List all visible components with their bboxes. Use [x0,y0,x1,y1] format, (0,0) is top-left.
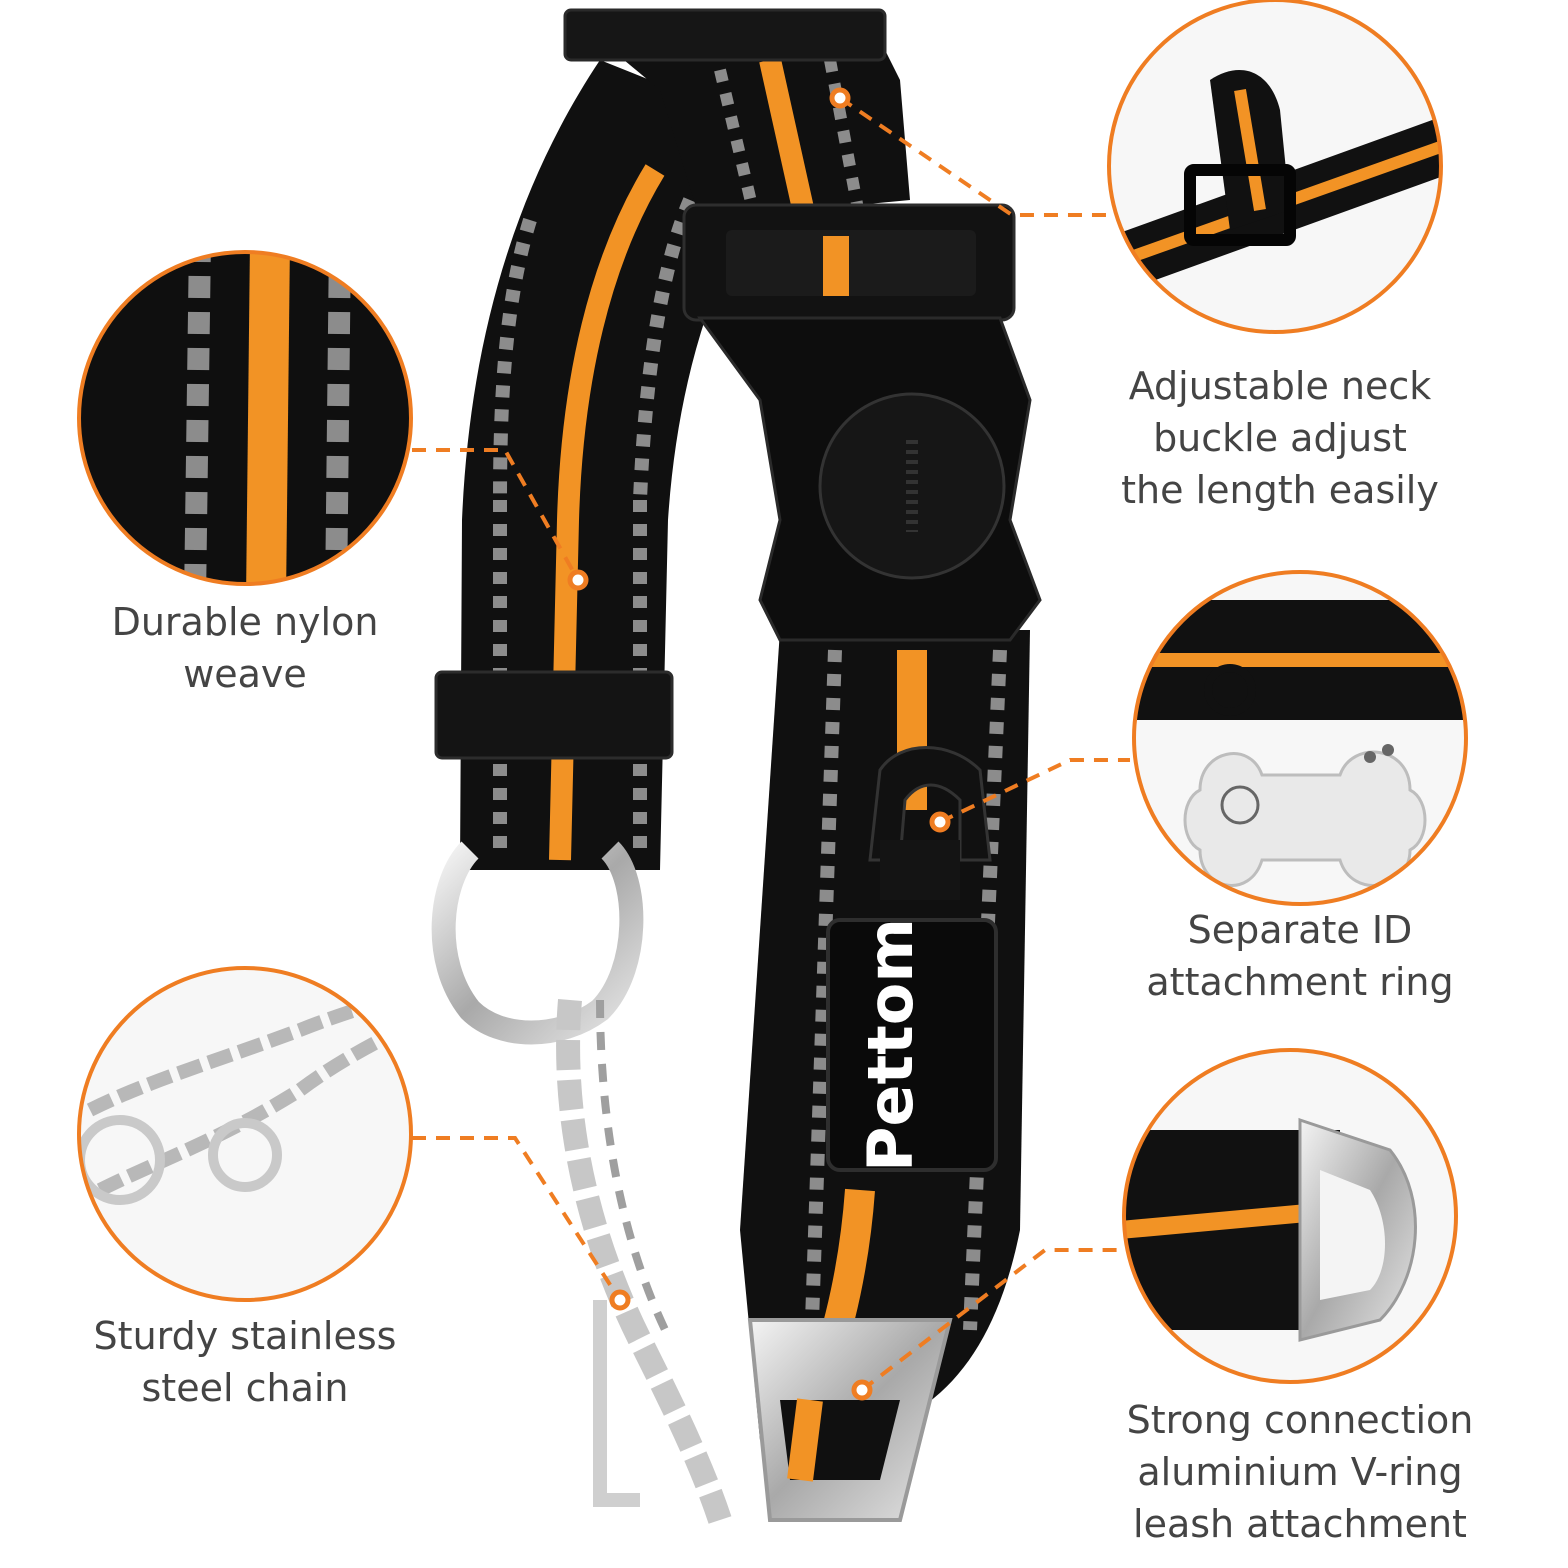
detail-chain-circle [77,966,413,1302]
label-chain-line1: Sturdy stainless [93,1314,397,1358]
label-buckle-line1: Adjustable neck [1128,364,1432,408]
collar-strap-top [563,8,910,243]
label-id-ring-line1: Separate ID [1187,908,1413,952]
id-ring-small [868,746,992,900]
label-chain-line2: steel chain [141,1366,349,1410]
v-ring [747,1318,953,1522]
label-nylon: Durable nylon weave [40,596,450,700]
d-ring [431,841,644,1045]
martingale-chain [556,999,732,1524]
detail-id-tag-circle [1132,570,1468,906]
detail-nylon-circle [77,250,413,586]
label-buckle-line3: the length easily [1121,468,1439,512]
label-buckle: Adjustable neck buckle adjust the length… [1060,360,1500,516]
label-chain: Sturdy stainless steel chain [30,1310,460,1414]
label-nylon-line1: Durable nylon [111,600,379,644]
slider-loop [434,670,674,760]
brand-patch: Pettom [826,918,998,1172]
detail-v-ring-circle [1122,1048,1458,1384]
label-v-ring: Strong connection aluminium V-ring leash… [1080,1394,1520,1550]
label-v-ring-line1: Strong connection [1126,1398,1474,1442]
label-v-ring-line3: leash attachment [1133,1502,1467,1546]
leader-dots [567,87,951,1401]
label-id-ring-line2: attachment ring [1146,960,1454,1004]
label-nylon-line2: weave [183,652,307,696]
detail-buckle-circle [1107,0,1443,334]
leader-id-ring [939,758,1130,824]
brand-logo-text: Pettom [854,918,927,1172]
leader-buckle [838,96,1110,217]
label-buckle-line2: buckle adjust [1153,416,1407,460]
label-id-ring: Separate ID attachment ring [1090,904,1510,1008]
leader-chain [412,1136,622,1302]
leader-nylon [412,448,580,581]
buckle [682,203,1042,642]
label-v-ring-line2: aluminium V-ring [1137,1450,1463,1494]
leader-lines [412,96,1130,1392]
leader-v-ring [860,1248,1125,1392]
